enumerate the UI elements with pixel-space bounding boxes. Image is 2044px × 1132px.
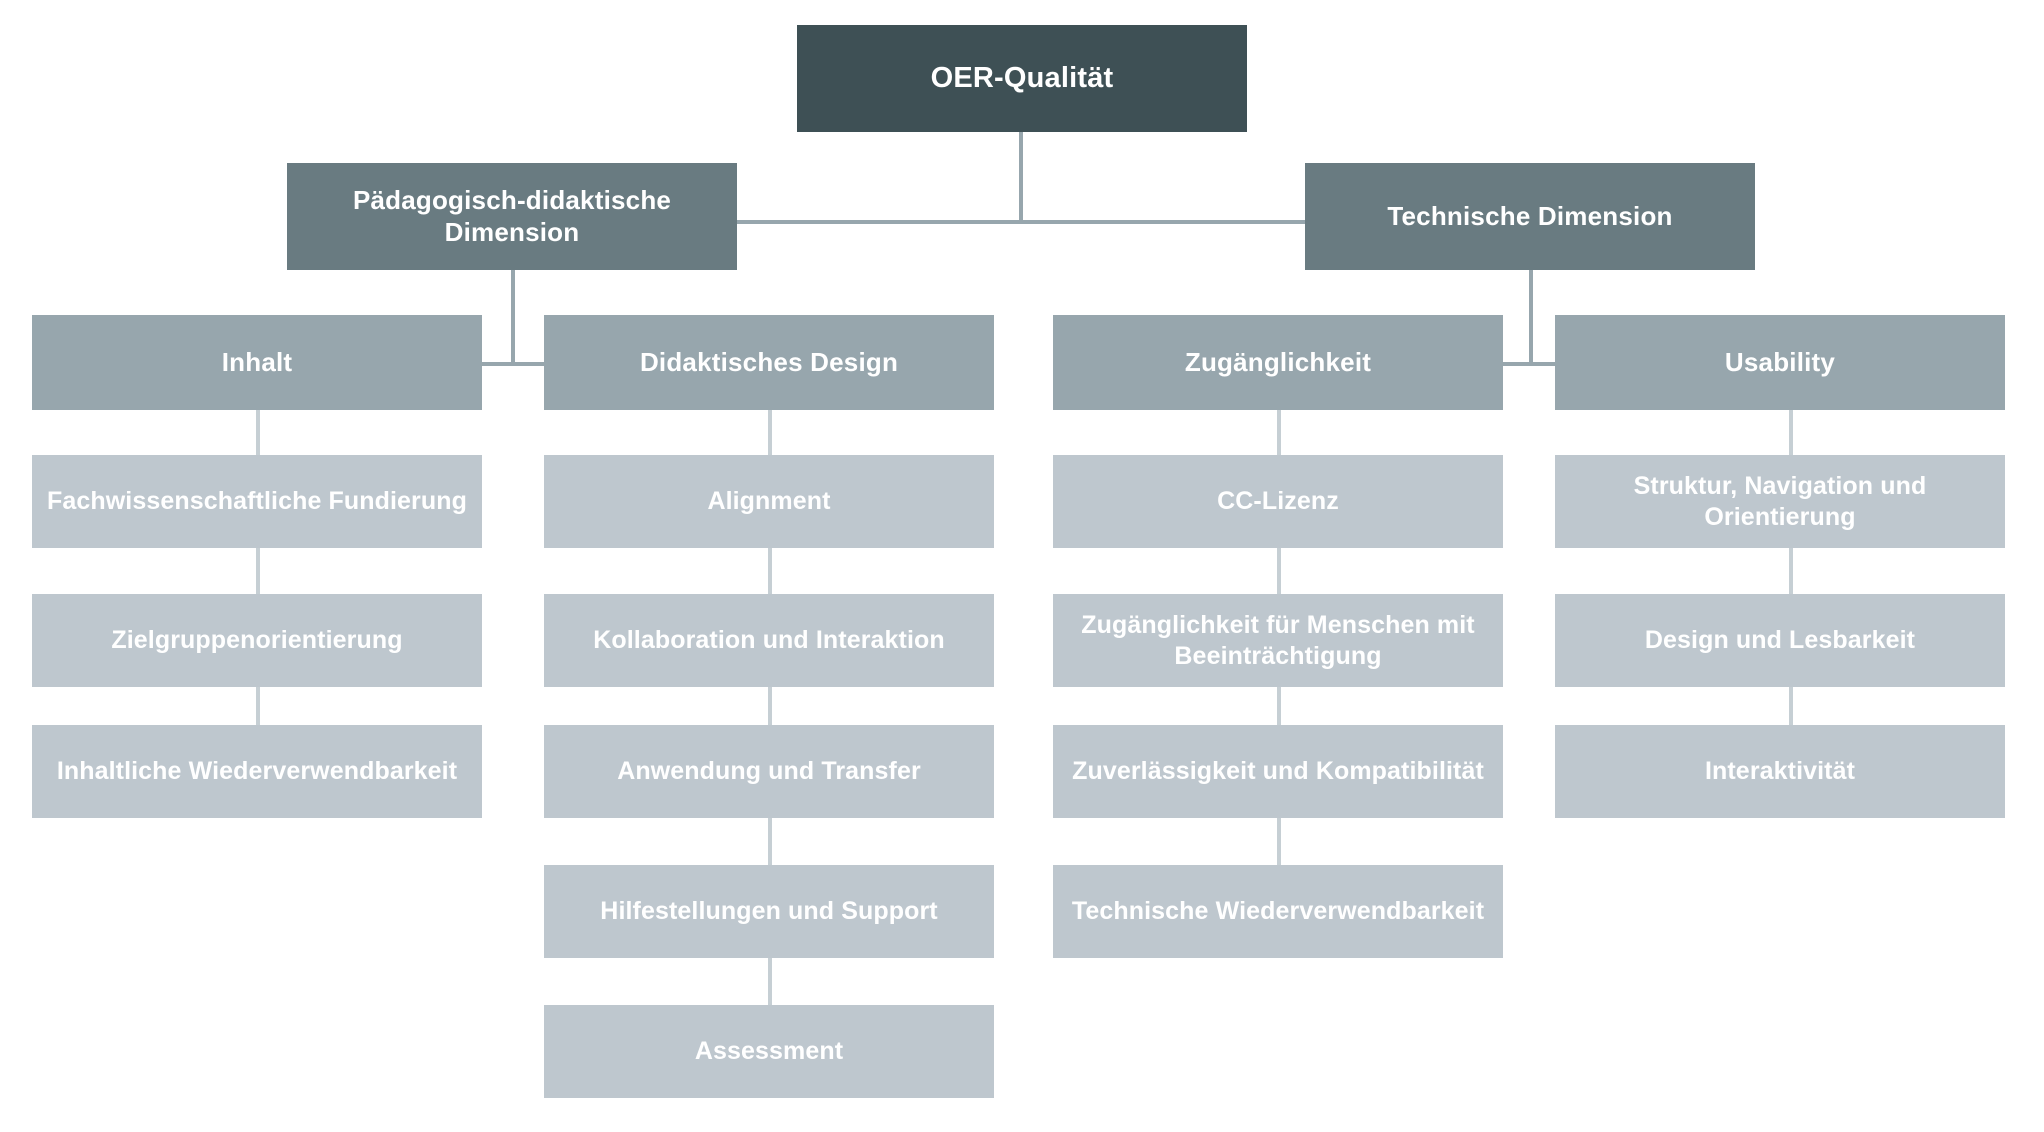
node-criterion-zuverlaessigkeit-und-kompatibilitaet[interactable]: Zuverlässigkeit und Kompatibilität: [1053, 725, 1503, 818]
connector-dimension-bus: [735, 220, 1307, 224]
connector-paedagogisch-bus: [255, 362, 772, 366]
node-criterion-technische-wiederverwendbarkeit[interactable]: Technische Wiederverwendbarkeit: [1053, 865, 1503, 958]
node-criterion-zugaenglichkeit-beeintraechtigung[interactable]: Zugänglichkeit für Menschen mit Beeinträ…: [1053, 594, 1503, 687]
node-category-zugaenglichkeit[interactable]: Zugänglichkeit: [1053, 315, 1503, 410]
node-criterion-struktur-navigation-orientierung[interactable]: Struktur, Navigation und Orientierung: [1555, 455, 2005, 548]
node-criterion-alignment[interactable]: Alignment: [544, 455, 994, 548]
node-dimension-technisch[interactable]: Technische Dimension: [1305, 163, 1755, 270]
connector-technisch-bus: [1273, 362, 1790, 366]
node-dimension-paedagogisch[interactable]: Pädagogisch-didaktische Dimension: [287, 163, 737, 270]
node-root-oer-qualitaet[interactable]: OER-Qualität: [797, 25, 1247, 132]
connector-technisch-stem: [1529, 270, 1533, 365]
node-criterion-assessment[interactable]: Assessment: [544, 1005, 994, 1098]
node-category-usability[interactable]: Usability: [1555, 315, 2005, 410]
node-criterion-cc-lizenz[interactable]: CC-Lizenz: [1053, 455, 1503, 548]
node-criterion-kollaboration-und-interaktion[interactable]: Kollaboration und Interaktion: [544, 594, 994, 687]
node-criterion-inhaltliche-wiederverwendbarkeit[interactable]: Inhaltliche Wiederverwendbarkeit: [32, 725, 482, 818]
node-criterion-anwendung-und-transfer[interactable]: Anwendung und Transfer: [544, 725, 994, 818]
node-category-inhalt[interactable]: Inhalt: [32, 315, 482, 410]
node-criterion-zielgruppenorientierung[interactable]: Zielgruppenorientierung: [32, 594, 482, 687]
connector-root-stem: [1019, 132, 1023, 222]
node-criterion-design-und-lesbarkeit[interactable]: Design und Lesbarkeit: [1555, 594, 2005, 687]
node-criterion-fachwissenschaftliche-fundierung[interactable]: Fachwissenschaftliche Fundierung: [32, 455, 482, 548]
node-criterion-hilfestellungen-und-support[interactable]: Hilfestellungen und Support: [544, 865, 994, 958]
node-criterion-interaktivitaet[interactable]: Interaktivität: [1555, 725, 2005, 818]
node-category-didaktisches-design[interactable]: Didaktisches Design: [544, 315, 994, 410]
connector-paedagogisch-stem: [511, 270, 515, 365]
